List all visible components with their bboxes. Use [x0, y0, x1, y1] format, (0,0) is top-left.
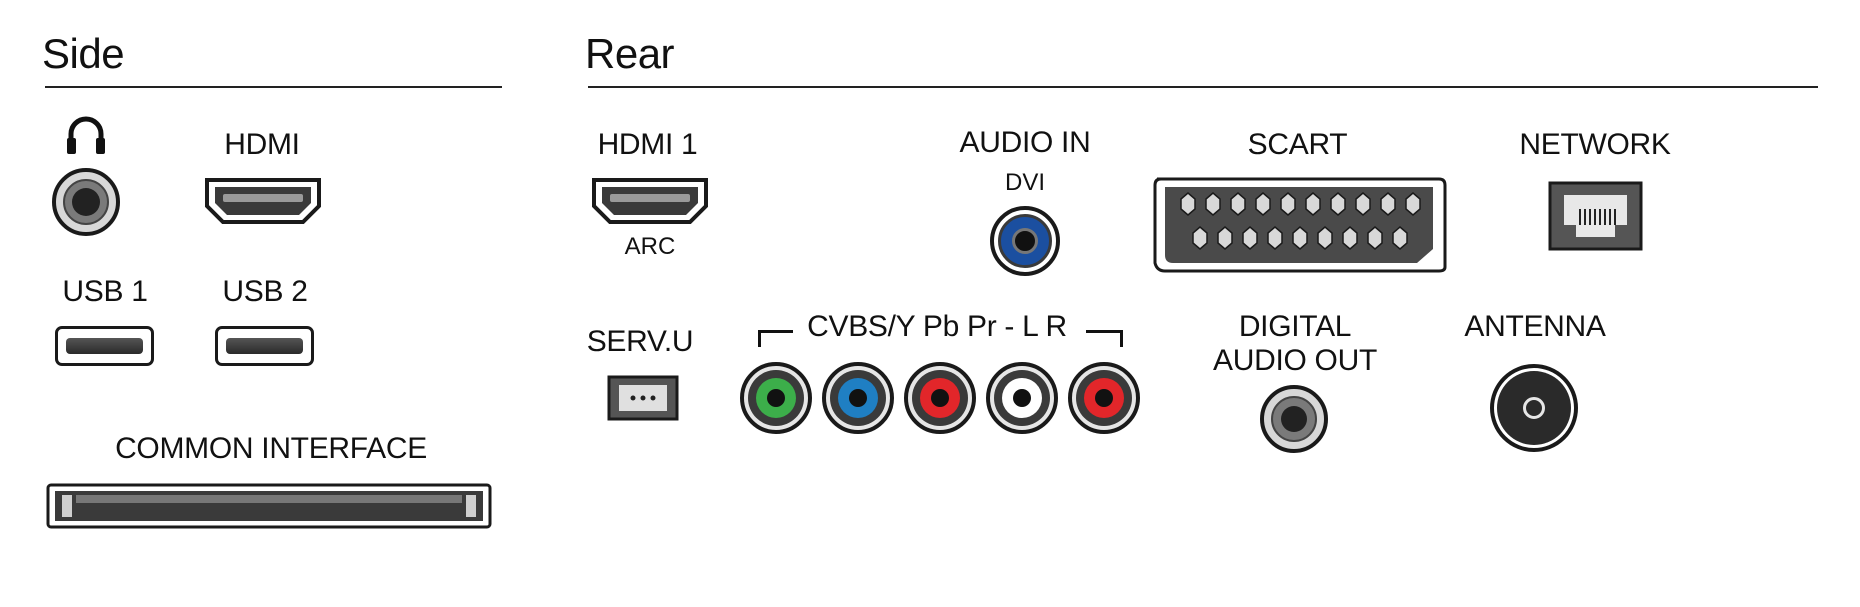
usb2-label: USB 2 [222, 275, 308, 308]
serv-u-label: SERV.U [586, 325, 694, 358]
component-jacks [740, 362, 1140, 434]
digital-audio-out-label-line2: AUDIO OUT [1213, 344, 1377, 377]
serv-u-port [607, 375, 679, 421]
headphones-icon [64, 114, 108, 158]
side-section-title: Side [42, 30, 125, 77]
pr-jack [904, 362, 976, 434]
scart-port [1151, 175, 1449, 275]
common-interface-slot [46, 483, 492, 529]
audio-in-dvi-label: DVI [1004, 169, 1045, 196]
rear-divider [588, 86, 1818, 88]
side-divider [45, 86, 502, 88]
component-bracket-right [1086, 330, 1123, 347]
usb1-label: USB 1 [62, 275, 148, 308]
pb-jack [822, 362, 894, 434]
usb2-port [215, 326, 314, 366]
hdmi1-label: HDMI 1 [597, 128, 698, 161]
headphone-jack [52, 168, 120, 236]
digital-audio-out-label: DIGITAL AUDIO OUT [1180, 310, 1410, 378]
side-hdmi-label: HDMI [224, 128, 300, 161]
usb1-port [55, 326, 154, 366]
component-label: CVBS/Y Pb Pr - L R [807, 310, 1067, 343]
audio-l-jack [986, 362, 1058, 434]
side-hdmi-port [203, 176, 323, 226]
network-label: NETWORK [1519, 128, 1671, 161]
audio-r-jack [1068, 362, 1140, 434]
digital-audio-out-label-line1: DIGITAL [1238, 310, 1352, 343]
audio-in-label: AUDIO IN [959, 126, 1091, 159]
scart-label: SCART [1247, 128, 1348, 161]
digital-audio-out-jack [1260, 385, 1328, 453]
hdmi1-port [590, 176, 710, 226]
rear-section-title: Rear [585, 30, 675, 77]
common-interface-label: COMMON INTERFACE [115, 432, 427, 465]
network-port [1548, 181, 1643, 251]
antenna-label: ANTENNA [1464, 310, 1606, 343]
audio-in-jack [990, 206, 1060, 276]
hdmi1-arc-label: ARC [624, 233, 676, 260]
component-bracket-left [758, 330, 793, 347]
cvbs-y-jack [740, 362, 812, 434]
antenna-port [1490, 364, 1578, 452]
